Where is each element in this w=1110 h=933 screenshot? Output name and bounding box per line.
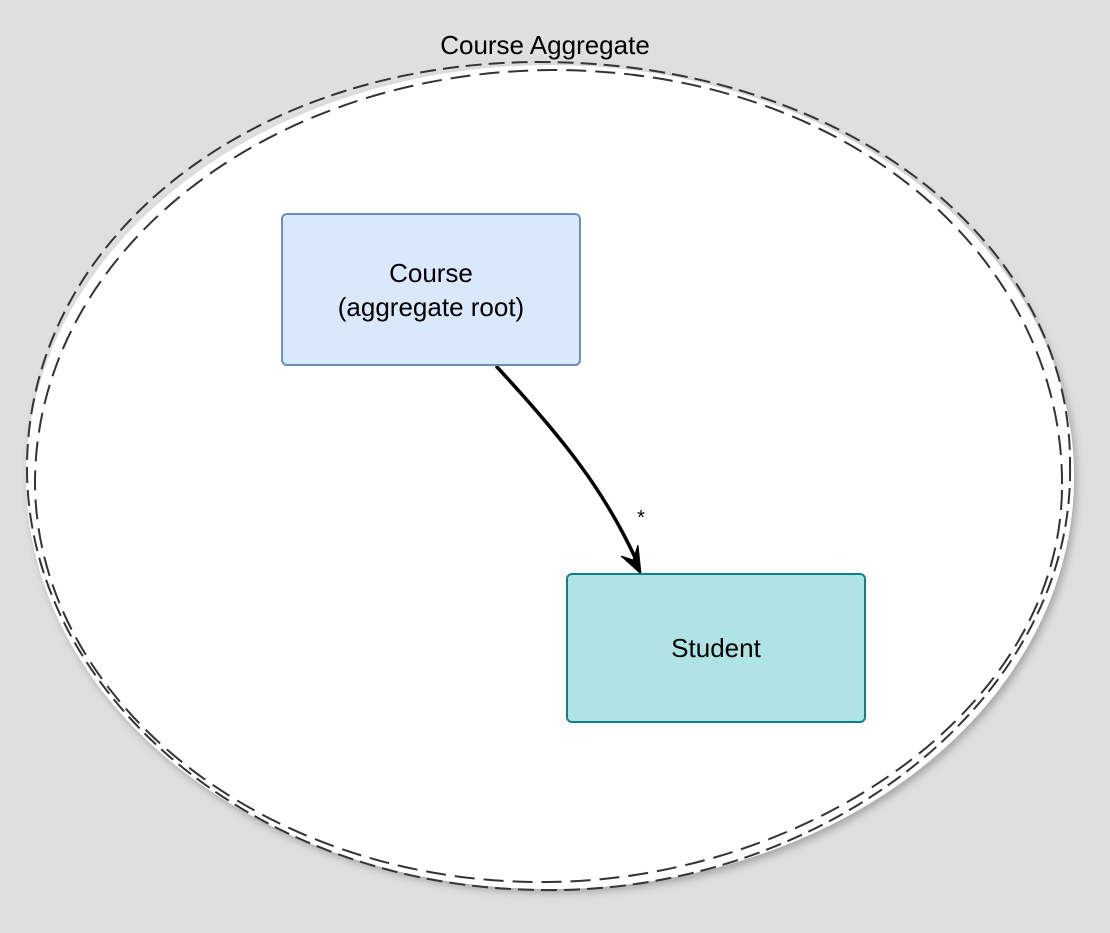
course-aggregate-root-node[interactable]: Course (aggregate root): [281, 213, 581, 366]
aggregate-boundary-sketch-outer: [25, 60, 1072, 892]
association-arrowhead: [620, 544, 642, 576]
student-node-label: Student: [671, 633, 761, 663]
student-node[interactable]: Student: [566, 573, 866, 723]
aggregate-boundary[interactable]: [26, 65, 1074, 889]
multiplicity-label: *: [637, 507, 645, 529]
aggregate-boundary-sketch-inner: [33, 68, 1064, 884]
course-node-title: Course: [389, 257, 473, 288]
aggregate-title: Course Aggregate: [440, 30, 650, 60]
association-edge[interactable]: [495, 365, 640, 566]
course-node-subtitle: (aggregate root): [337, 291, 525, 322]
